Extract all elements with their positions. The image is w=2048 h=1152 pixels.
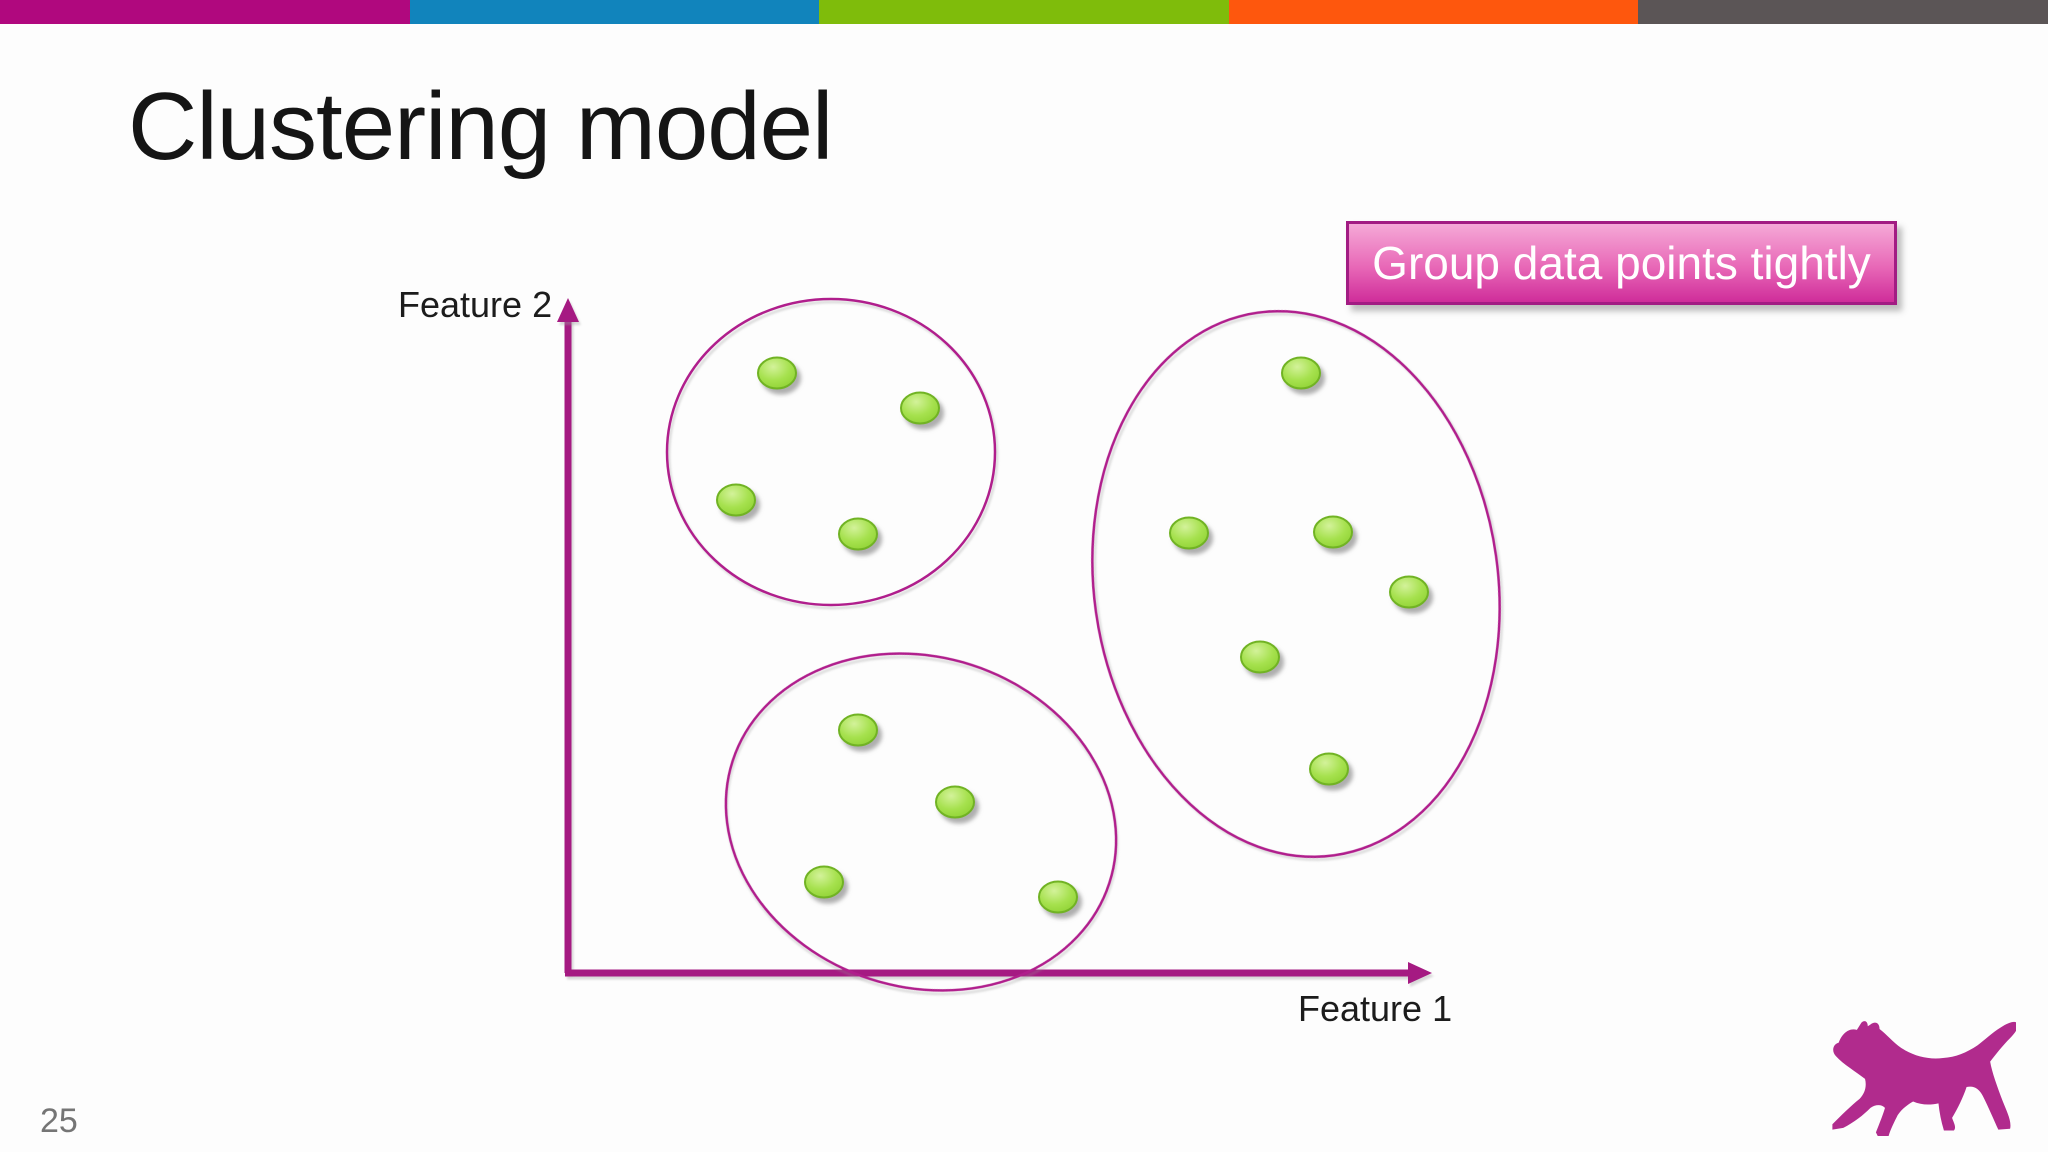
data-point [1038, 880, 1078, 914]
data-point [1169, 516, 1209, 550]
data-point [1389, 575, 1429, 609]
top-bar-segment-gray [1638, 0, 2048, 24]
data-point [1281, 356, 1321, 390]
cluster-top-left-ellipse [665, 297, 997, 607]
data-point [757, 356, 797, 390]
page-number: 25 [40, 1102, 78, 1140]
data-point [716, 483, 756, 517]
x-axis-label: Feature 1 [1298, 988, 1453, 1029]
top-bar-segment-blue [409, 0, 820, 24]
cluster-bottom-middle-ellipse [724, 652, 1118, 992]
data-point [1309, 752, 1349, 786]
cluster-right-ellipse [1091, 309, 1501, 859]
top-bar-segment-magenta [0, 0, 410, 24]
data-point [838, 517, 878, 551]
data-point [900, 391, 940, 425]
data-point [1313, 515, 1353, 549]
y-axis-arrowhead-icon [557, 298, 579, 322]
y-axis-label: Feature 2 [398, 284, 553, 325]
callout-badge: Group data points tightly [1346, 221, 1897, 305]
data-point [935, 785, 975, 819]
data-point [804, 865, 844, 899]
top-bar-segment-orange [1228, 0, 1639, 24]
dog-silhouette-icon [1832, 1021, 2016, 1136]
dog-logo [1832, 1021, 2016, 1136]
callout-badge-label: Group data points tightly [1372, 237, 1871, 289]
top-accent-bar [0, 0, 2048, 24]
data-point [838, 713, 878, 747]
top-bar-segment-green [819, 0, 1229, 24]
data-point [1240, 640, 1280, 674]
x-axis-arrowhead-icon [1408, 962, 1432, 984]
slide-title: Clustering model [128, 73, 833, 180]
